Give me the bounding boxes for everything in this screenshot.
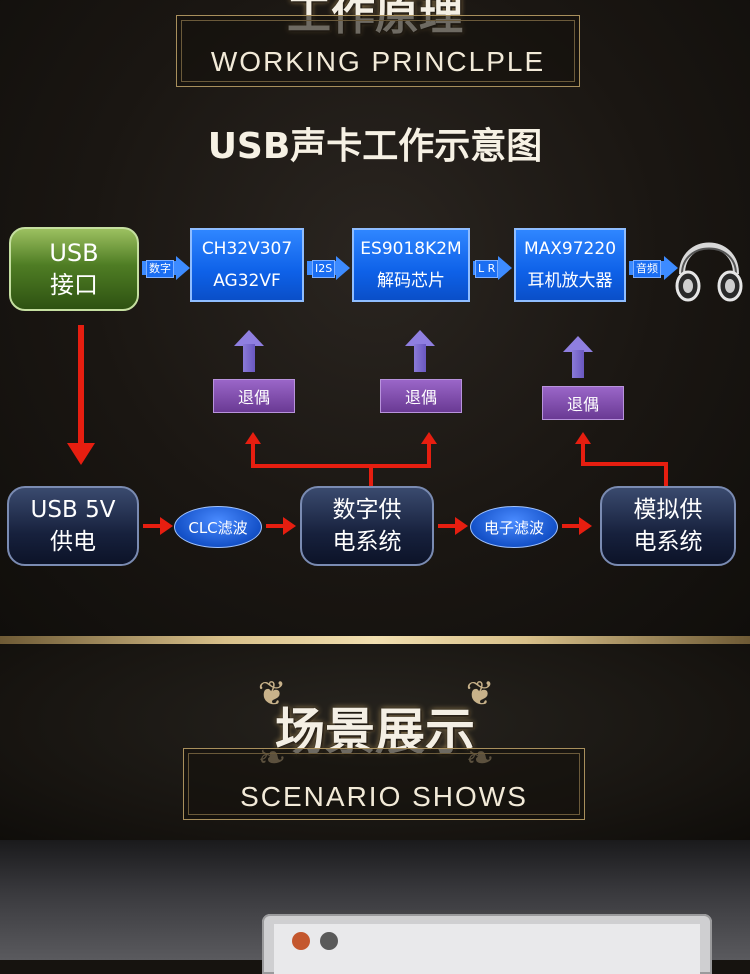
amp-line1: MAX97220 <box>523 239 617 259</box>
red-arrow-clc-to-digital <box>283 517 296 535</box>
usb-port-line2: 接口 <box>50 271 98 299</box>
red-line-filter-to-analog <box>562 524 580 528</box>
amp-node: MAX97220 耳机放大器 <box>514 228 626 302</box>
red-line-analog-up <box>664 464 668 488</box>
usb-port-node: USB 接口 <box>9 227 139 311</box>
decouple-arrow-3 <box>563 336 593 378</box>
working-principle-title-en: WORKING PRINCLPLE <box>210 46 546 77</box>
red-line-usb-down <box>78 325 84 445</box>
red-arrow-digital-to-filter <box>455 517 468 535</box>
analog-supply-line2: 电系统 <box>633 529 703 555</box>
red-arrow-decouple1 <box>245 432 261 444</box>
decouple-box-2: 退偶 <box>380 379 462 413</box>
amp-line2: 耳机放大器 <box>527 271 613 291</box>
mcu-node: CH32V307 AG32VF <box>190 228 304 302</box>
red-arrow-usb-down <box>67 443 95 465</box>
digital-supply-line1: 数字供 <box>332 497 402 523</box>
mcu-line1: CH32V307 <box>201 239 293 259</box>
red-line-decouple1 <box>251 443 255 467</box>
scenario-section: ❦ ❦ ❧ ❧ 场景展示 SCENARIO SHOWS <box>0 644 750 840</box>
arrow-head-mcu-to-dac <box>336 256 350 280</box>
red-arrow-decouple3 <box>575 432 591 444</box>
red-line-power-to-clc <box>143 524 161 528</box>
headphone-icon <box>675 242 743 302</box>
ornament-top-right-icon: ❦ <box>465 674 495 714</box>
usb-power-line2: 供电 <box>50 529 96 555</box>
decouple-arrow-1 <box>234 330 264 372</box>
usb-port-line1: USB <box>49 239 99 267</box>
red-line-clc-to-digital <box>266 524 284 528</box>
analog-supply-line1: 模拟供 <box>633 497 703 523</box>
decouple-box-3: 退偶 <box>542 386 624 420</box>
scenario-photo <box>0 840 750 974</box>
analog-supply-node: 模拟供 电系统 <box>600 486 736 566</box>
red-arrow-filter-to-analog <box>579 517 592 535</box>
usb-power-node: USB 5V 供电 <box>7 486 139 566</box>
gold-divider <box>0 636 750 644</box>
scenario-title-en: SCENARIO SHOWS <box>240 781 528 812</box>
mcu-line2: AG32VF <box>213 271 281 291</box>
tag-audio: 音频 <box>633 260 661 278</box>
tag-digital: 数字 <box>146 260 174 278</box>
digital-supply-node: 数字供 电系统 <box>300 486 434 566</box>
laptop-screen <box>274 924 700 974</box>
dac-node: ES9018K2M 解码芯片 <box>352 228 470 302</box>
app-avatar-icon <box>292 932 310 950</box>
usb-power-line1: USB 5V <box>30 497 116 523</box>
arrow-head-dac-to-amp <box>498 256 512 280</box>
dac-line1: ES9018K2M <box>360 239 462 259</box>
decouple-arrow-2 <box>405 330 435 372</box>
tag-lr: L R <box>475 260 499 278</box>
working-principle-title-box: WORKING PRINCLPLE <box>176 15 580 87</box>
red-line-decouple2 <box>427 443 431 467</box>
clc-filter-node: CLC滤波 <box>174 506 262 548</box>
scenario-title-box: SCENARIO SHOWS <box>183 748 585 820</box>
digital-supply-line2: 电系统 <box>332 529 402 555</box>
arrow-head-amp-to-headphone <box>664 256 678 280</box>
red-line-digital-to-filter <box>438 524 456 528</box>
arrow-head-usb-to-mcu <box>176 256 190 280</box>
red-line-digital-up <box>369 466 373 488</box>
red-line-analog-bar <box>581 462 668 466</box>
red-line-decouple3 <box>581 443 585 465</box>
red-arrow-power-to-clc <box>160 517 173 535</box>
red-line-digital-bar <box>251 464 431 468</box>
electronic-filter-node: 电子滤波 <box>470 506 558 548</box>
dac-line2: 解码芯片 <box>377 271 445 291</box>
red-arrow-decouple2 <box>421 432 437 444</box>
decouple-box-1: 退偶 <box>213 379 295 413</box>
tag-i2s: I2S <box>312 260 336 278</box>
ornament-top-left-icon: ❦ <box>257 674 287 714</box>
laptop-image <box>262 914 712 974</box>
diagram-title: USB声卡工作示意图 <box>207 126 543 167</box>
app-avatar-icon-2 <box>320 932 338 950</box>
working-principle-section: 工作原理 WORKING PRINCLPLE USB声卡工作示意图 USB 接口… <box>0 0 750 640</box>
